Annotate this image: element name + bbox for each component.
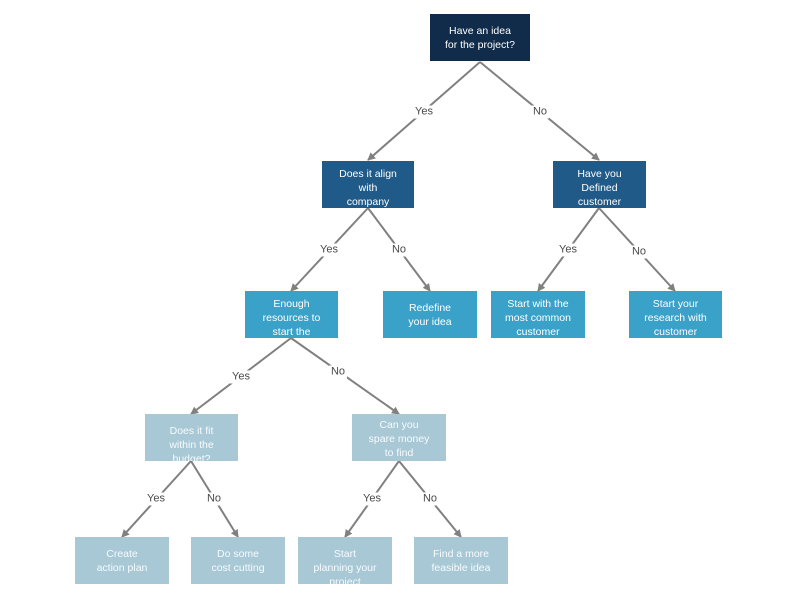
node-redefine-idea[interactable]: Redefine your idea [383,291,477,338]
node-enough-resources[interactable]: Enough resources to start the project? [245,291,338,338]
node-fit-budget-label: Does it fit within the budget? [169,425,214,461]
edge-label-yes: Yes [318,243,340,257]
edge-label-yes: Yes [145,492,167,506]
node-create-action-plan-label: Create action plan [96,547,148,574]
node-start-planning[interactable]: Start planning your project [298,537,392,584]
node-create-action-plan[interactable]: Create action plan [75,537,169,584]
edge-label-no: No [389,243,409,257]
node-have-idea-label: Have an idea for the project? [444,24,516,51]
node-customer-research-label: Start your research with customer resear… [644,298,707,338]
node-enough-resources-label: Enough resources to start the project? [262,298,321,338]
node-cost-cutting-label: Do some cost cutting [211,547,265,574]
edge-label-no: No [530,105,550,119]
node-have-idea[interactable]: Have an idea for the project? [430,14,530,61]
node-start-planning-label: Start planning your project [313,548,377,584]
edge-label-yes: Yes [557,243,579,257]
edge-label-no: No [204,492,224,506]
edge-label-yes: Yes [361,492,383,506]
node-align-mission[interactable]: Does it align with company mission? [322,161,414,208]
node-customer-research[interactable]: Start your research with customer resear… [629,291,722,338]
node-defined-customer[interactable]: Have you Defined customer segments? [553,161,646,208]
edge-label-no: No [420,492,440,506]
node-redefine-idea-label: Redefine your idea [408,301,452,328]
node-spare-money-label: Can you spare money to find resources? [368,419,430,459]
node-defined-customer-label: Have you Defined customer segments? [577,168,622,208]
edge-label-yes: Yes [230,370,252,384]
node-align-mission-label: Does it align with company mission? [339,168,397,208]
node-most-common-segment[interactable]: Start with the most common customer segm… [491,291,585,338]
node-feasible-idea[interactable]: Find a more feasible idea [414,537,508,584]
edge-label-yes: Yes [413,105,435,119]
node-fit-budget[interactable]: Does it fit within the budget? [145,414,238,461]
node-cost-cutting[interactable]: Do some cost cutting [191,537,285,584]
node-most-common-segment-label: Start with the most common customer segm… [505,298,571,338]
edge-label-no: No [629,245,649,259]
edge-label-no: No [328,365,348,379]
node-spare-money[interactable]: Can you spare money to find resources? [352,414,446,461]
node-feasible-idea-label: Find a more feasible idea [431,547,491,574]
